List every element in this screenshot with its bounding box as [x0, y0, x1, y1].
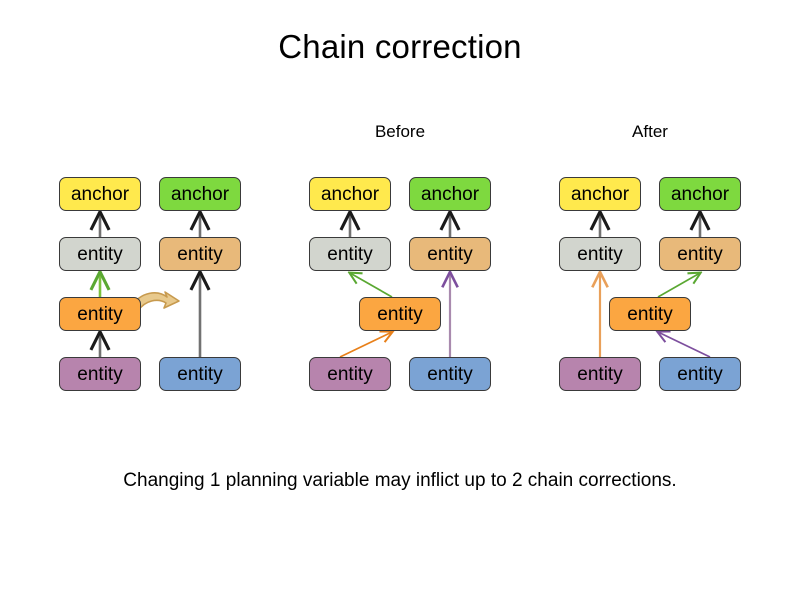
panel-before-entity-left-lower: entity [309, 357, 391, 391]
panel-initial-anchor-right: anchor [159, 177, 241, 211]
panel-initial-entity-left-lower: entity [59, 357, 141, 391]
panel-before-anchor-left: anchor [309, 177, 391, 211]
panel-initial-entity-right-lower: entity [159, 357, 241, 391]
panel-after-entity-left-lower: entity [559, 357, 641, 391]
panel-after-anchor-right: anchor [659, 177, 741, 211]
panel-after-entity-right-upper: entity [659, 237, 741, 271]
panel-initial-entity-middle: entity [59, 297, 141, 331]
edge-middle-to-entity-left-p2 [350, 273, 393, 298]
panel-before-entity-middle: entity [359, 297, 441, 331]
panel-label-after: After [632, 122, 668, 141]
panel-before-entity-left-upper: entity [309, 237, 391, 271]
edge-lower-left-to-middle-p2 [339, 332, 392, 358]
panel-label-before: Before [374, 122, 426, 141]
edge-lower-right-to-middle-p3 [658, 332, 711, 358]
edge-middle-to-entity-right-p3 [657, 273, 700, 298]
panel-after-entity-left-upper: entity [559, 237, 641, 271]
change-curve-arrow-icon [130, 291, 180, 312]
panel-before-entity-right-lower: entity [409, 357, 491, 391]
panel-after-anchor-left: anchor [559, 177, 641, 211]
panel-initial-entity-right-upper: entity [159, 237, 241, 271]
panel-before-entity-right-upper: entity [409, 237, 491, 271]
diagram-caption: Changing 1 planning variable may inflict… [123, 470, 677, 491]
page-title: Chain correction [278, 28, 522, 65]
panel-initial-anchor-left: anchor [59, 177, 141, 211]
panel-after-entity-middle: entity [609, 297, 691, 331]
panel-initial-entity-left-upper: entity [59, 237, 141, 271]
panel-before-anchor-right: anchor [409, 177, 491, 211]
panel-after-entity-right-lower: entity [659, 357, 741, 391]
